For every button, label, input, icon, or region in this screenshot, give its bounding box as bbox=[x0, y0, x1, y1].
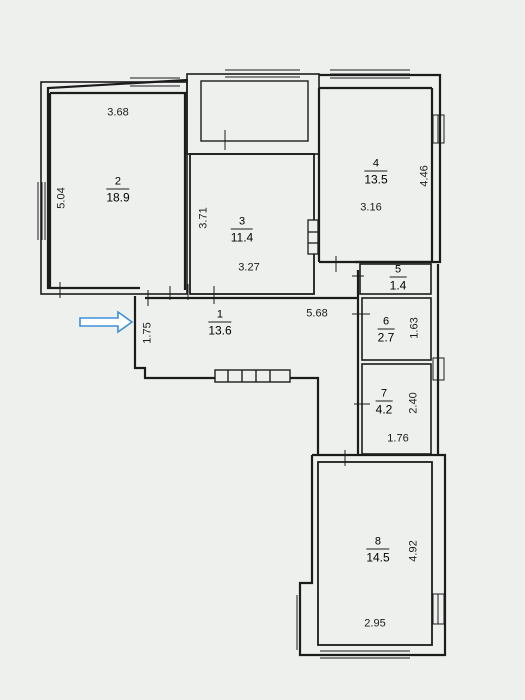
wall-room8-outer bbox=[298, 453, 447, 657]
walls bbox=[40, 73, 447, 657]
wall-room6 bbox=[361, 297, 432, 361]
wall-loggia bbox=[186, 73, 320, 155]
room-2-label: 2 18.9 bbox=[106, 176, 130, 205]
window-room7-right bbox=[432, 357, 445, 381]
room-area: 13.5 bbox=[364, 172, 388, 187]
dim-room7-height: 2.40 bbox=[407, 392, 420, 414]
dim-hall-depth: 1.75 bbox=[141, 322, 154, 344]
room-number: 8 bbox=[366, 536, 390, 550]
room-8-label: 8 14.5 bbox=[366, 536, 390, 565]
wall-room8-inner bbox=[317, 461, 433, 646]
window-room4-top bbox=[330, 69, 410, 79]
dim-room2-height: 5.04 bbox=[55, 187, 68, 209]
wall-room2-outer bbox=[40, 81, 188, 295]
room-area: 4.2 bbox=[375, 402, 393, 417]
dim-room7-width: 1.76 bbox=[387, 432, 409, 445]
dim-room8-width: 2.95 bbox=[364, 617, 386, 630]
room-5-label: 5 1.4 bbox=[389, 264, 407, 293]
window-room8-right bbox=[432, 593, 445, 625]
room-area: 2.7 bbox=[377, 330, 395, 345]
wall-hall-bottom bbox=[133, 296, 320, 455]
wall-loggia-inner bbox=[200, 80, 309, 142]
room-number: 1 bbox=[208, 309, 232, 323]
hall-radiator bbox=[214, 369, 291, 383]
room-area: 11.4 bbox=[230, 230, 254, 245]
window-room8-left bbox=[296, 595, 301, 650]
room-area: 18.9 bbox=[106, 190, 130, 205]
window-room2-top bbox=[130, 77, 180, 87]
room-number: 7 bbox=[375, 388, 393, 402]
dim-hall-length: 5.68 bbox=[306, 307, 328, 320]
dim-room4-width: 3.16 bbox=[360, 201, 382, 214]
room-number: 4 bbox=[364, 158, 388, 172]
dim-room3-width: 3.27 bbox=[238, 261, 260, 274]
room-6-label: 6 2.7 bbox=[377, 316, 395, 345]
window-room2-left bbox=[37, 182, 46, 240]
dim-room4-height: 4.46 bbox=[418, 165, 431, 187]
dim-room8-height: 4.92 bbox=[407, 540, 420, 562]
dim-room2-width: 3.68 bbox=[107, 106, 129, 119]
entrance-arrow-icon bbox=[79, 310, 134, 334]
room-area: 13.6 bbox=[208, 323, 232, 338]
room-number: 3 bbox=[230, 216, 254, 230]
wall-room2 bbox=[46, 78, 189, 290]
window-room8-bottom bbox=[320, 650, 410, 659]
room-7-label: 7 4.2 bbox=[375, 388, 393, 417]
room-number: 2 bbox=[106, 176, 130, 190]
dim-room6-height: 1.63 bbox=[408, 317, 421, 339]
room-area: 1.4 bbox=[389, 278, 407, 293]
window-loggia bbox=[225, 69, 300, 78]
room3-radiator bbox=[307, 219, 319, 255]
room-3-label: 3 11.4 bbox=[230, 216, 254, 245]
room-1-label: 1 13.6 bbox=[208, 309, 232, 338]
window-room4-right bbox=[432, 114, 445, 144]
room-4-label: 4 13.5 bbox=[364, 158, 388, 187]
door-marks bbox=[59, 130, 370, 466]
room-number: 5 bbox=[389, 264, 407, 278]
windows bbox=[37, 69, 445, 659]
room-number: 6 bbox=[377, 316, 395, 330]
room-area: 14.5 bbox=[366, 550, 390, 565]
wall-room5 bbox=[359, 263, 432, 295]
dim-room3-height: 3.71 bbox=[197, 207, 210, 229]
